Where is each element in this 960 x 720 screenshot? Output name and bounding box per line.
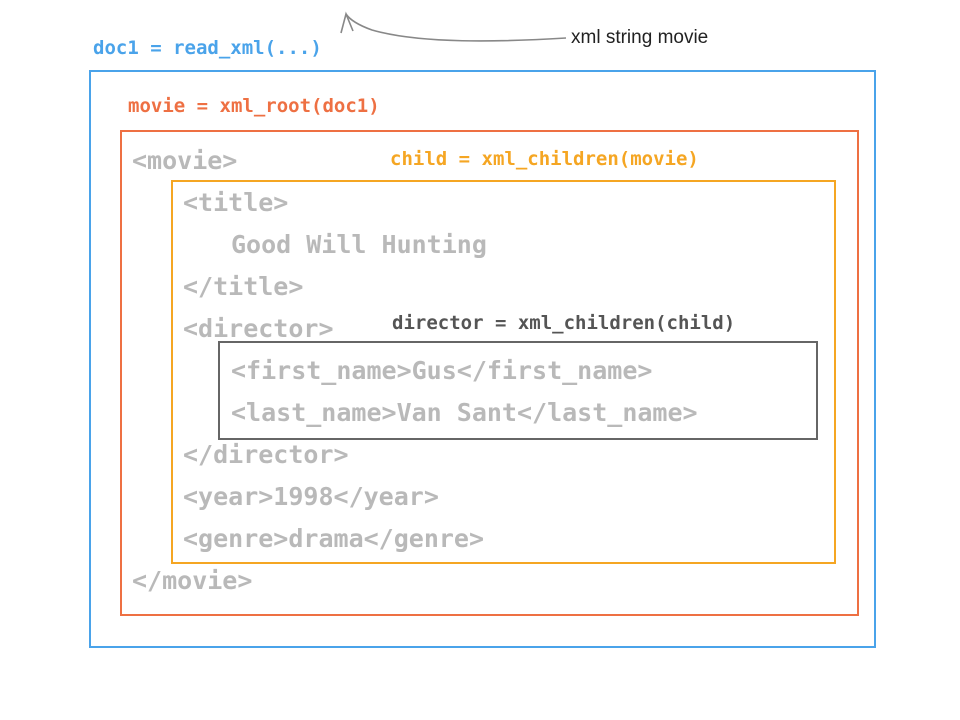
xml-genre: <genre>drama</genre> (183, 524, 485, 553)
xml-movie-open: <movie> (132, 146, 238, 175)
xml-year: <year>1998</year> (183, 482, 439, 511)
doc-label: doc1 = read_xml(...) (93, 37, 322, 59)
xml-director-open: <director> (183, 314, 334, 343)
root-label: movie = xml_root(doc1) (128, 95, 380, 117)
xml-last-name: <last_name>Van Sant</last_name> (231, 398, 698, 427)
xml-movie-close: </movie> (132, 566, 253, 595)
root-box (120, 130, 859, 616)
xml-title-open: <title> (183, 188, 289, 217)
doc-box (89, 70, 876, 648)
child-box (171, 180, 836, 564)
director-label: director = xml_children(child) (392, 312, 736, 334)
xml-director-close: </director> (183, 440, 349, 469)
director-box (218, 341, 818, 440)
xml-first-name: <first_name>Gus</first_name> (231, 356, 653, 385)
xml-title-close: </title> (183, 272, 304, 301)
xml-title-text: Good Will Hunting (231, 230, 487, 259)
child-label: child = xml_children(movie) (390, 148, 699, 170)
annotation-label: xml string movie (571, 27, 709, 48)
